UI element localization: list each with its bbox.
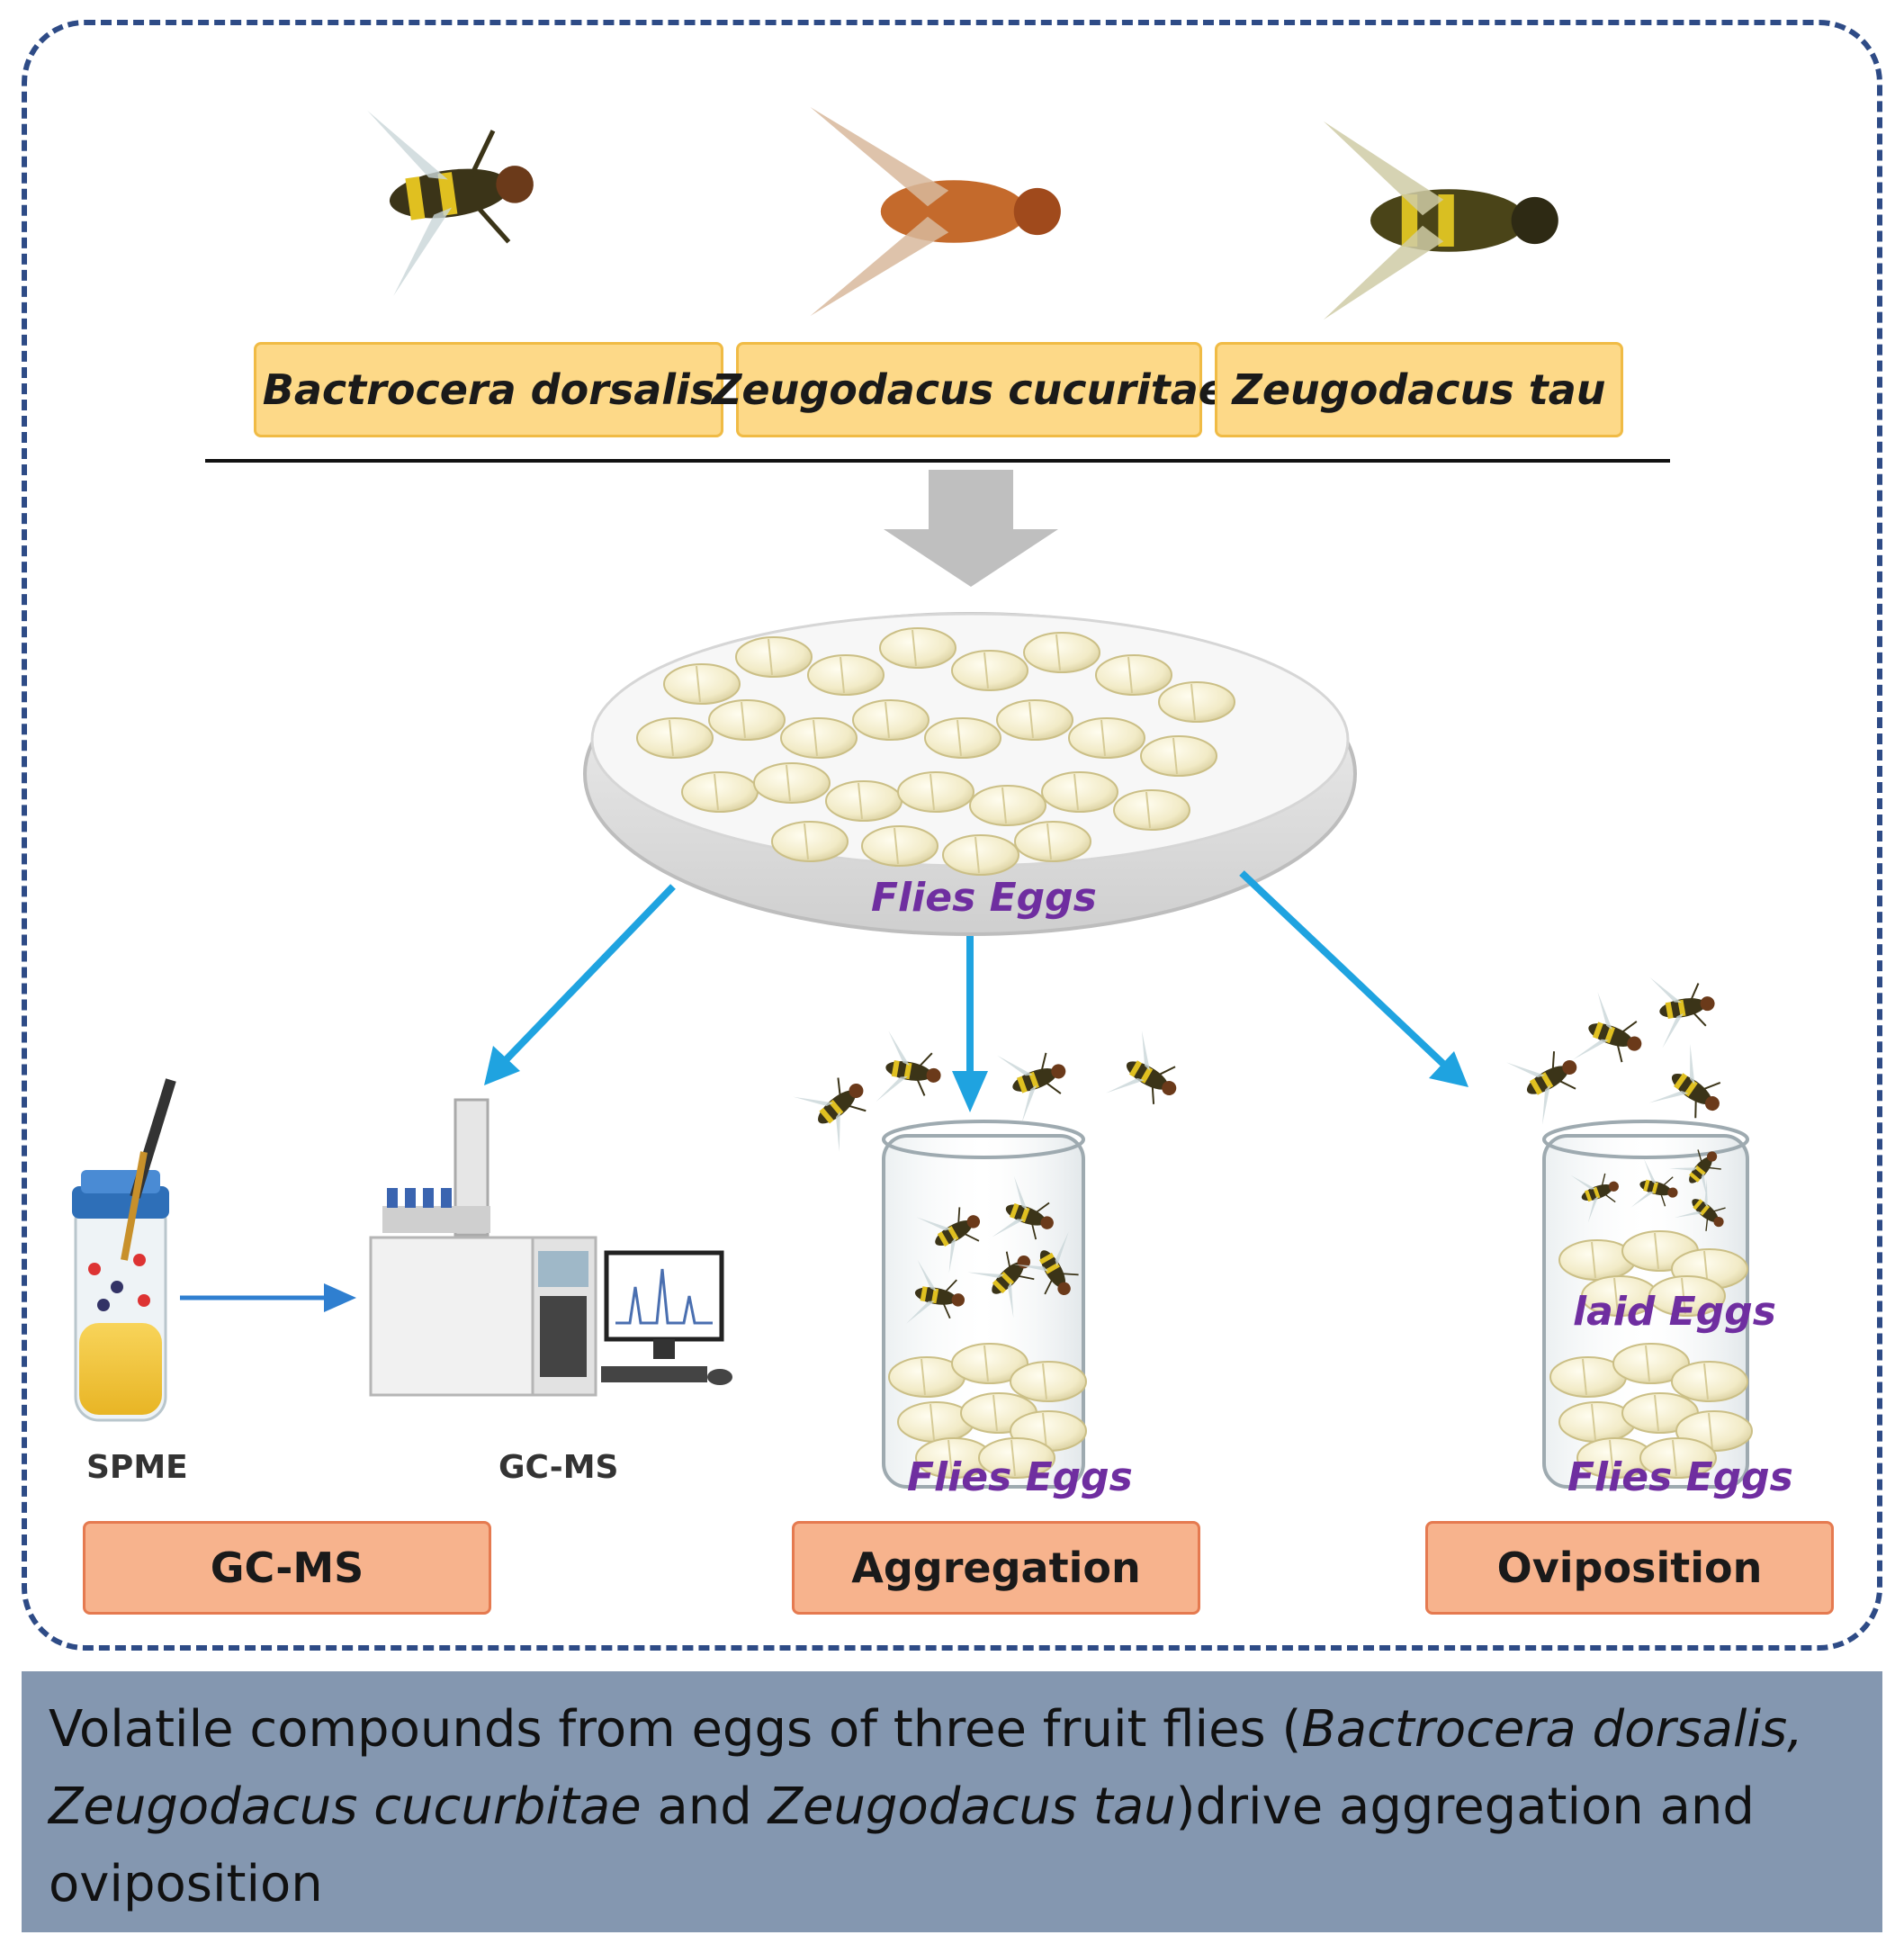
caption-text-1: Volatile compounds from eggs of three fr… [49,1700,1302,1759]
species-box-zeugodacus-cucuritae: Zeugodacus cucuritae [712,342,1226,437]
oviposition-jar [1505,966,1753,1489]
caption-and: and [641,1778,768,1836]
caption-species-2: Zeugodacus cucurbitae [49,1778,642,1836]
species-divider-line [205,459,1670,463]
oviposition-eggs-label: Flies Eggs [1567,1454,1793,1500]
species-box-zeugodacus-tau: Zeugodacus tau [1215,342,1623,437]
gray-down-arrow [884,470,1058,587]
species-box-bactrocera-dorsalis: Bactrocera dorsalis [254,342,723,437]
oviposition-outside-flies [1505,966,1740,1138]
species-label: Zeugodacus cucuritae [712,365,1226,414]
aggregation-outside-flies [792,1030,1195,1153]
spme-label: SPME [86,1449,188,1486]
caption-species-1: Bactrocera dorsalis, [1301,1700,1803,1759]
petri-dish [583,612,1357,936]
assay-label: Aggregation [851,1544,1141,1592]
bactrocera-dorsalis-fly-image [367,89,546,296]
caption-species-3: Zeugodacus tau [768,1778,1176,1836]
assay-box-aggregation: Aggregation [792,1521,1200,1615]
assay-box-oviposition: Oviposition [1425,1521,1834,1615]
assay-label: Oviposition [1496,1544,1763,1592]
spme-vial [72,1078,176,1422]
species-label: Zeugodacus tau [1232,365,1606,414]
dashed-frame [22,20,1882,1651]
zeugodacus-tau-fly-image [1323,121,1558,320]
gcms-instrument [369,1098,732,1397]
aggregation-eggs-label: Flies Eggs [907,1454,1133,1500]
caption-banner: Volatile compounds from eggs of three fr… [22,1671,1882,1932]
aggregation-jar [792,1030,1195,1489]
caption-text-2: )drive aggregation and oviposition [49,1778,1755,1913]
blue-arrows [180,870,1468,1312]
species-label: Bactrocera dorsalis [262,365,715,414]
assay-label: GC-MS [210,1544,364,1592]
petri-eggs-label: Flies Eggs [871,875,1097,921]
gcms-instrument-label: GC-MS [498,1449,619,1486]
zeugodacus-cucurbitae-fly-image [810,107,1061,316]
oviposition-laid-eggs-label: laid Eggs [1573,1289,1776,1335]
assay-box-gcms: GC-MS [83,1521,491,1615]
